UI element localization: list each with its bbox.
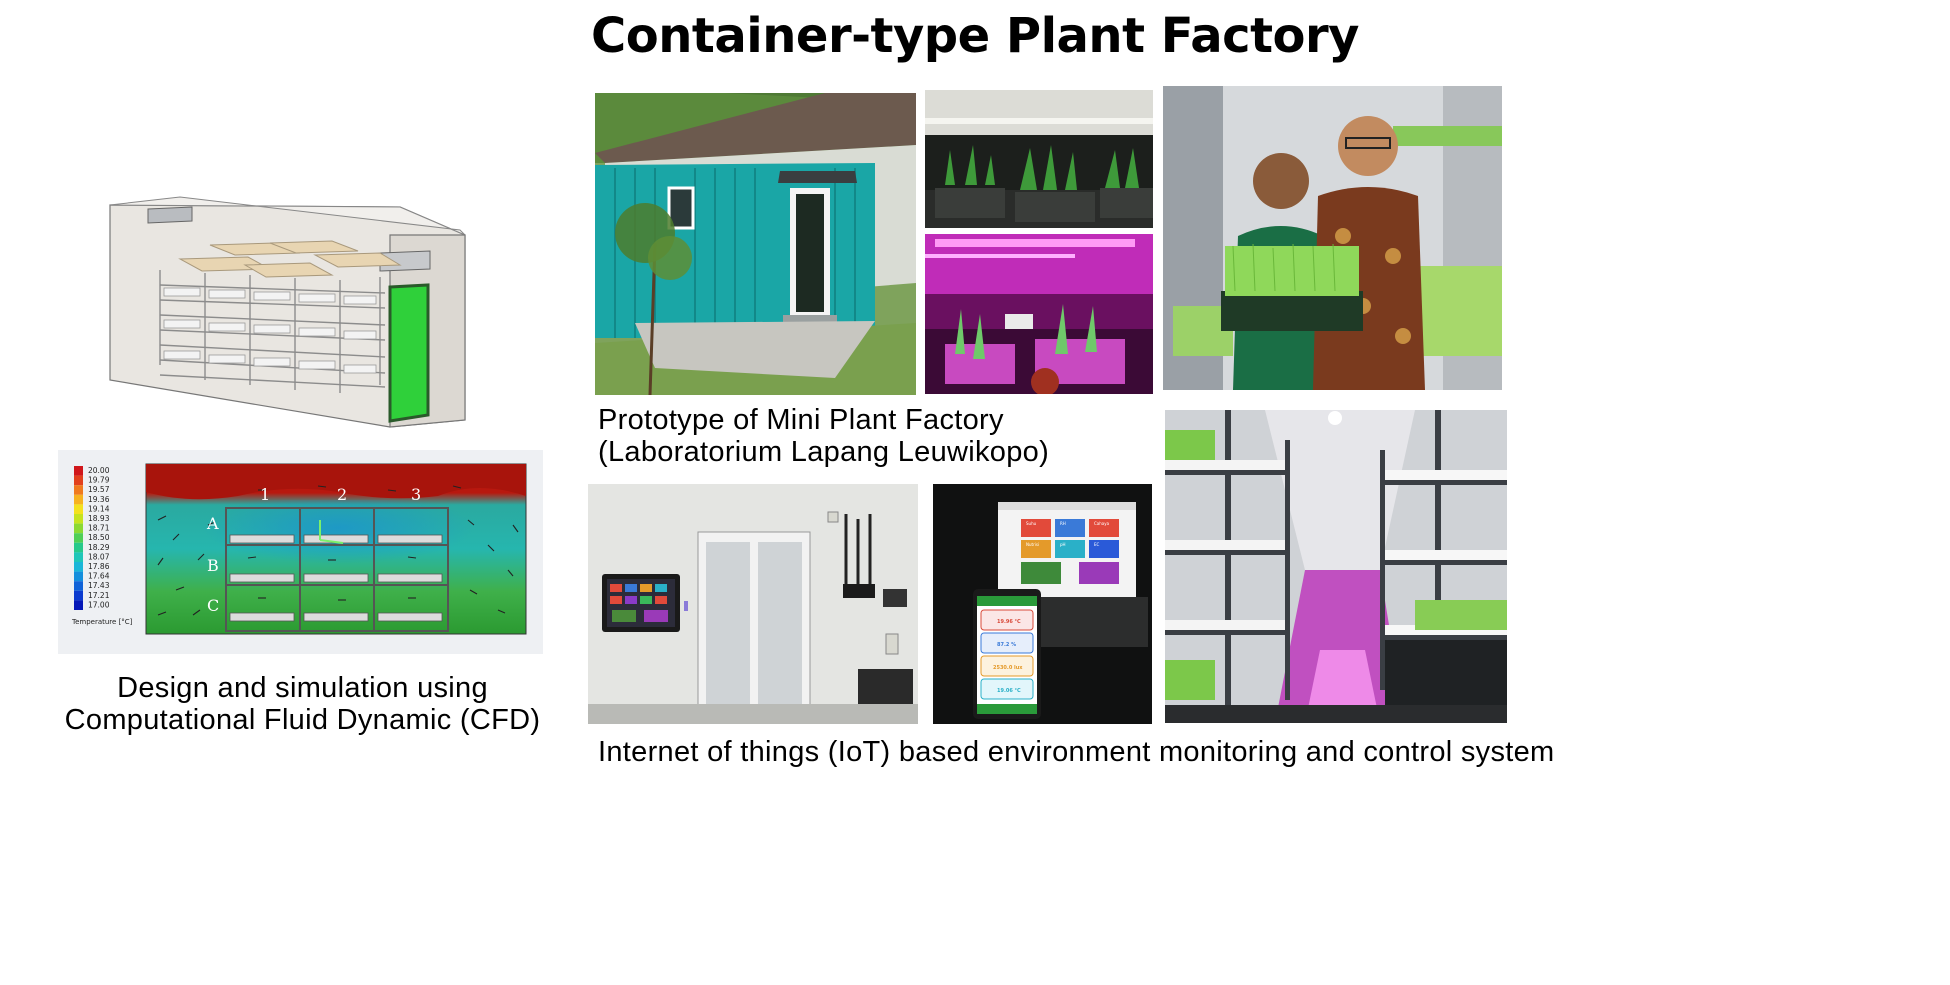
cfd-legend-value: 20.00	[88, 466, 110, 475]
cfd-legend-swatch	[74, 552, 83, 562]
cfd-legend-value: 18.07	[88, 552, 110, 561]
cfd-legend-value: 19.57	[88, 485, 110, 494]
cfd-legend-value: 17.43	[88, 581, 110, 590]
cfd-legend-value: 17.00	[88, 600, 110, 609]
phone-reading: 87.2 %	[997, 642, 1016, 648]
cfd-row-label: C	[207, 596, 219, 615]
cfd-row-label: B	[207, 556, 219, 575]
cfd-legend-swatch	[74, 562, 83, 572]
dashboard-card-label: RH	[1060, 521, 1066, 526]
cfd-legend-swatch	[74, 514, 83, 524]
cfd-legend-value: 19.79	[88, 476, 110, 485]
cfd-legend-swatch	[74, 533, 83, 543]
cfd-legend-swatch	[74, 571, 83, 582]
cfd-legend-value: 17.86	[88, 562, 110, 571]
cfd-legend-value: 17.21	[88, 591, 110, 600]
cfd-legend-swatch	[74, 485, 83, 495]
cfd-legend-value: 18.50	[88, 533, 110, 542]
vertical-farm-aisle-photo	[1165, 410, 1507, 723]
cfd-legend-swatch	[74, 523, 83, 534]
dashboard-card-label: Cahaya	[1094, 521, 1110, 526]
cfd-legend-swatch	[74, 504, 83, 514]
wall-tablet-photo	[588, 484, 918, 724]
cfd-legend-title: Temperature [°C]	[71, 618, 133, 626]
phone-reading: 19.06 °C	[997, 688, 1021, 694]
cfd-legend-value: 18.93	[88, 514, 110, 523]
cfd-row-label: A	[206, 514, 219, 533]
led-growth-light-photo	[925, 234, 1153, 394]
cfd-caption-line2: Computational Fluid Dynamic (CFD)	[64, 704, 541, 736]
cfd-column-label: 1	[260, 485, 270, 504]
cfd-legend-swatch	[74, 590, 83, 601]
cfd-legend-value: 18.29	[88, 543, 110, 552]
hydroponic-interior-photo	[925, 90, 1153, 228]
researchers-photo	[1163, 86, 1502, 390]
cfd-legend-value: 19.14	[88, 504, 110, 513]
cfd-legend-value: 17.64	[88, 572, 110, 581]
cfd-column-label: 2	[337, 485, 347, 504]
prototype-caption-line2: (Laboratorium Lapang Leuwikopo)	[598, 436, 1050, 468]
cfd-column-label: 3	[411, 485, 421, 504]
cfd-legend-value: 18.71	[88, 524, 110, 533]
container-building-photo	[595, 93, 916, 395]
dashboard-card-label: Nutrisi	[1026, 542, 1039, 547]
phone-reading: 2530.0 lux	[993, 665, 1023, 671]
iot-caption: Internet of things (IoT) based environme…	[598, 736, 1555, 768]
dashboard-card-label: Suhu	[1026, 521, 1037, 526]
phone-and-laptop-dashboard-photo: 19.96 °C 87.2 % 2530.0 lux 19.06 °C Suhu…	[933, 484, 1152, 724]
prototype-caption-line1: Prototype of Mini Plant Factory	[598, 404, 1004, 436]
container-3d-design-image	[60, 175, 550, 435]
cfd-legend-swatch	[74, 475, 83, 486]
cfd-legend-swatch	[74, 581, 83, 591]
cfd-legend-swatch	[74, 600, 83, 610]
cfd-legend-swatch	[74, 494, 83, 505]
cfd-caption-line1: Design and simulation using	[117, 672, 488, 704]
dashboard-card-label: EC	[1094, 542, 1100, 547]
phone-reading: 19.96 °C	[997, 619, 1021, 625]
dashboard-card-label: pH	[1060, 542, 1066, 547]
cfd-legend-swatch	[74, 542, 83, 553]
page-title: Container-type Plant Factory	[591, 8, 1359, 64]
cfd-legend-swatch	[74, 466, 83, 476]
cfd-legend-value: 19.36	[88, 495, 110, 504]
